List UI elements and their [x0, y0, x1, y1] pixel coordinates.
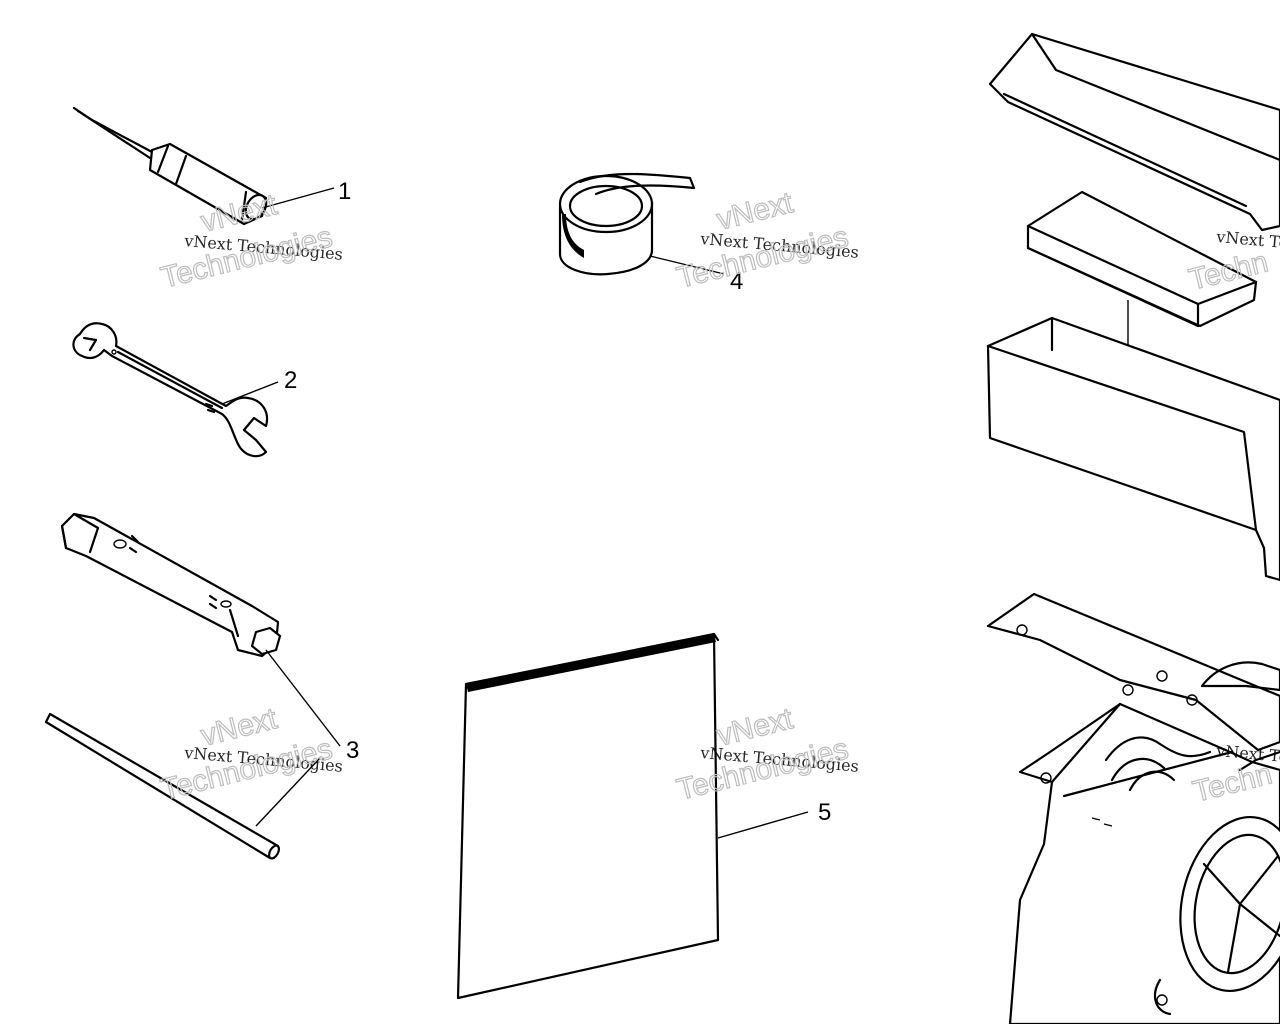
- spark-plug-socket-wrench-icon: [60, 512, 282, 658]
- owners-manual-icon: [456, 632, 809, 1000]
- callout-2: 2: [284, 367, 297, 394]
- watermark-top-middle: vNext vNext Technologies Technologies: [673, 185, 860, 295]
- watermark-right-upper: vNext Te Techn: [1185, 227, 1280, 297]
- callout-5: 5: [818, 799, 831, 826]
- screwdriver-icon: [72, 106, 335, 226]
- open-end-wrench-icon: [72, 322, 279, 458]
- watermark-bottom-left: vNext vNext Technologies Technologies: [157, 701, 344, 807]
- engine-cover-assembly: [986, 32, 1280, 1024]
- svg-text:vNext: vNext: [714, 186, 797, 237]
- tommy-bar-icon: [44, 649, 341, 860]
- callout-1: 1: [338, 178, 351, 205]
- tape-roll-icon: [558, 172, 725, 276]
- watermark-top-left: vNext vNext Technologies Technologies: [157, 187, 344, 295]
- callout-4: 4: [730, 268, 743, 295]
- callout-3: 3: [346, 737, 359, 764]
